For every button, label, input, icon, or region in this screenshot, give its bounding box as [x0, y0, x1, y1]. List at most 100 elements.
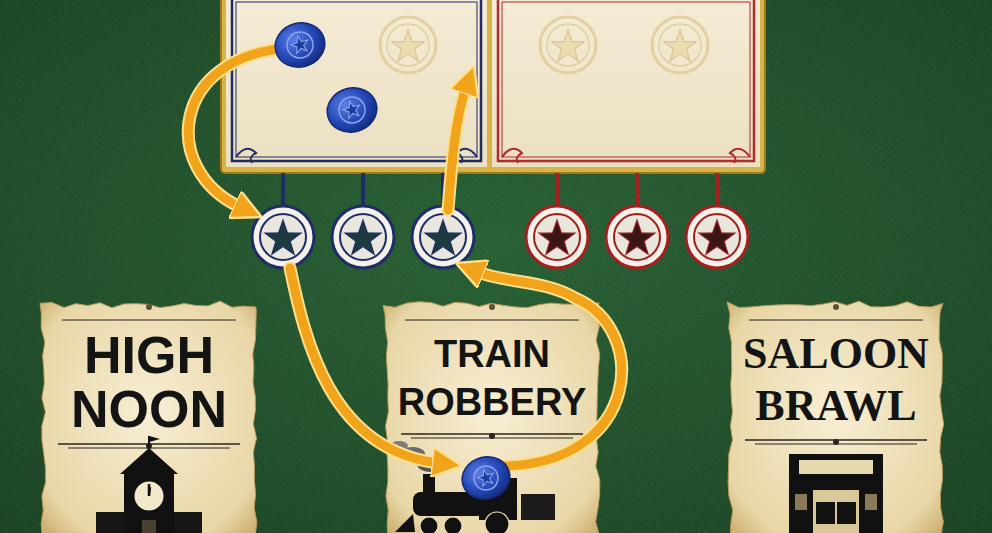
flag [149, 436, 160, 442]
blue-star-marker [252, 206, 314, 268]
blue-star-marker [252, 206, 474, 268]
red-board-border [502, 2, 750, 157]
move-arrow [188, 48, 621, 466]
wanted-poster: HIGH NOON [40, 298, 258, 533]
tower-body [124, 473, 174, 533]
clock-tower-illustration [96, 436, 202, 533]
marker-star [539, 220, 575, 254]
board-ornament [236, 149, 477, 163]
blue-star-marker [332, 206, 394, 268]
batwing-door [837, 502, 856, 524]
marker-link [283, 173, 443, 206]
arrow-outline [448, 88, 466, 210]
marker-link [555, 173, 559, 206]
poster-nail [489, 304, 495, 310]
chimney [423, 474, 435, 494]
poster-title: TRAIN ROBBERY [392, 298, 592, 426]
marker-star [265, 220, 301, 254]
marker-star [619, 220, 655, 254]
wheel [444, 517, 462, 533]
poster-rule [405, 320, 579, 321]
slot-star [392, 30, 696, 61]
blue-token [457, 452, 514, 505]
empty-slot [652, 17, 708, 73]
move-arrow [188, 48, 290, 207]
blue-board-border [232, 0, 481, 161]
empty-slot [387, 24, 429, 66]
blue-token [322, 82, 382, 137]
red-board-border [498, 0, 754, 161]
marker-star [699, 220, 735, 254]
poster-nail [146, 304, 152, 310]
slot-star [664, 30, 696, 61]
marker-link [441, 173, 445, 206]
poster-nail [833, 304, 839, 310]
empty-slot [380, 17, 436, 73]
blue-star-marker [412, 206, 474, 268]
poster-rule [62, 320, 236, 321]
red-star-marker [526, 206, 748, 268]
blue-token [322, 82, 382, 137]
marker-link [715, 173, 719, 206]
poster-title: HIGH NOON [49, 298, 249, 436]
red-star-marker [686, 206, 748, 268]
poster-rule [749, 320, 923, 321]
blue-token [270, 17, 330, 72]
poster-ornament [489, 433, 495, 439]
side-building [96, 512, 124, 533]
smoke [390, 441, 408, 451]
token-star [341, 99, 362, 119]
saloon-window [865, 494, 877, 510]
red-star-marker [526, 206, 588, 268]
marker-link [635, 173, 639, 206]
gold-frame [221, 0, 765, 173]
saloon-building [789, 454, 883, 533]
train-illustration [390, 441, 555, 533]
token-ring [471, 463, 500, 492]
blue-star-marker [260, 214, 306, 260]
red-player-board [492, 0, 760, 167]
arrow-outline [290, 268, 438, 463]
marker-link [557, 173, 717, 206]
token-ring [336, 94, 368, 126]
red-star-marker [614, 214, 660, 260]
empty-slot [547, 24, 589, 66]
blue-token [270, 17, 330, 72]
poster-title: SALOON BRAWL [736, 298, 936, 432]
tower-window [142, 520, 156, 533]
token-star [476, 468, 496, 487]
board-ornament [502, 149, 750, 163]
marker-link [361, 173, 365, 206]
arrow-outline [478, 272, 622, 466]
token-star [289, 34, 310, 54]
move-arrow [290, 268, 438, 463]
poster-ornament [833, 439, 839, 445]
move-arrow [478, 272, 622, 466]
marker-link [281, 173, 285, 206]
cowcatcher [395, 514, 415, 532]
wheel [485, 512, 509, 533]
side-building [174, 512, 202, 533]
tower-roof [120, 448, 178, 474]
empty-slot [540, 17, 596, 73]
tender [521, 494, 555, 520]
saloon-doorway [813, 490, 859, 533]
clock-face [133, 480, 165, 512]
wheel [420, 517, 438, 533]
blue-board-border [236, 2, 477, 157]
arrow-outline [188, 48, 290, 207]
saloon-sign [799, 460, 873, 474]
wanted-poster: TRAIN ROBBERY [383, 298, 601, 533]
boiler [413, 492, 485, 516]
clock-hand [149, 487, 150, 496]
empty-slot [380, 17, 708, 73]
token-ring [284, 29, 316, 61]
move-arrow [448, 88, 466, 210]
red-star-marker [534, 214, 580, 260]
blue-player-board [226, 0, 487, 167]
marker-star [425, 220, 461, 254]
slot-star [392, 30, 424, 61]
